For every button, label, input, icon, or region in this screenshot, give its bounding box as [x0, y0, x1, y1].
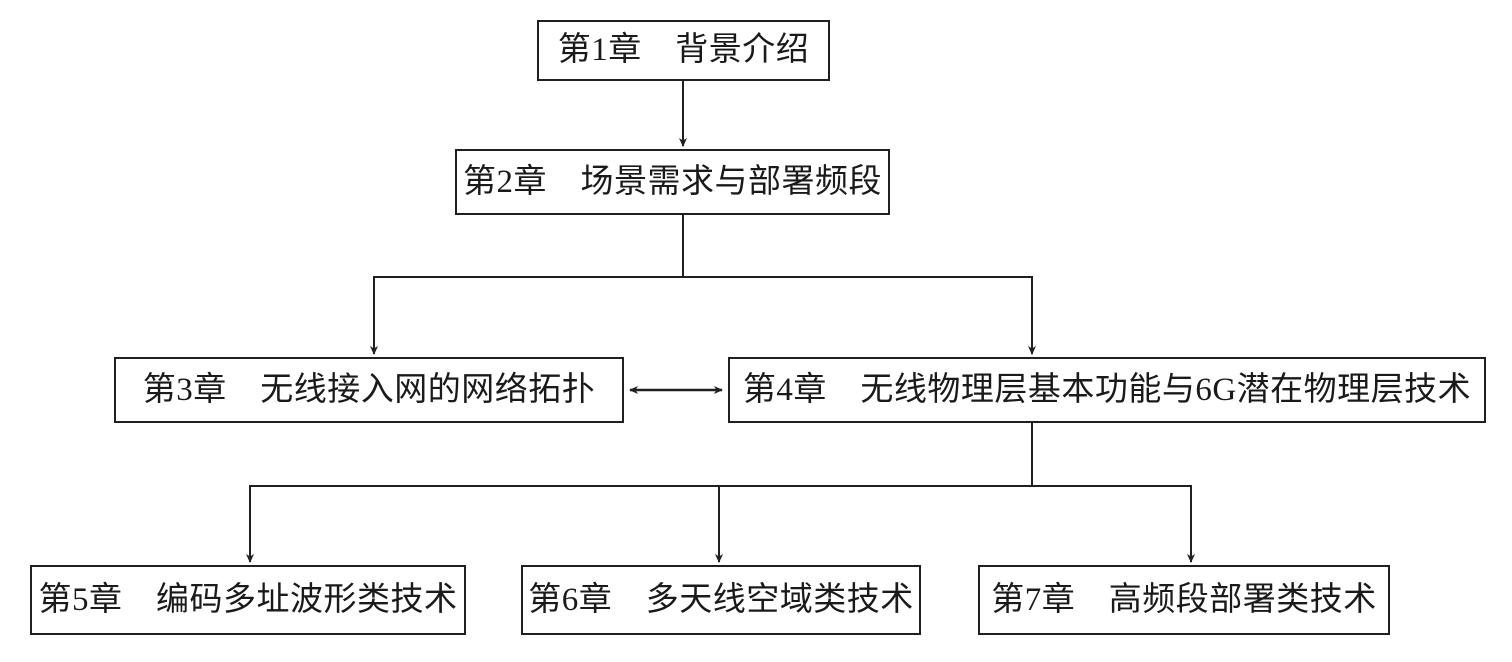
node-chapter-2: 第2章 场景需求与部署频段: [455, 149, 890, 215]
node-chapter-6: 第6章 多天线空域类技术: [521, 565, 921, 635]
node-chapter-5: 第5章 编码多址波形类技术: [30, 565, 466, 635]
node-chapter-7: 第7章 高频段部署类技术: [978, 565, 1390, 635]
node-chapter-4: 第4章 无线物理层基本功能与6G潜在物理层技术: [728, 357, 1486, 423]
node-chapter-3: 第3章 无线接入网的网络拓扑: [114, 357, 624, 423]
node-chapter-1: 第1章 背景介绍: [537, 20, 830, 81]
